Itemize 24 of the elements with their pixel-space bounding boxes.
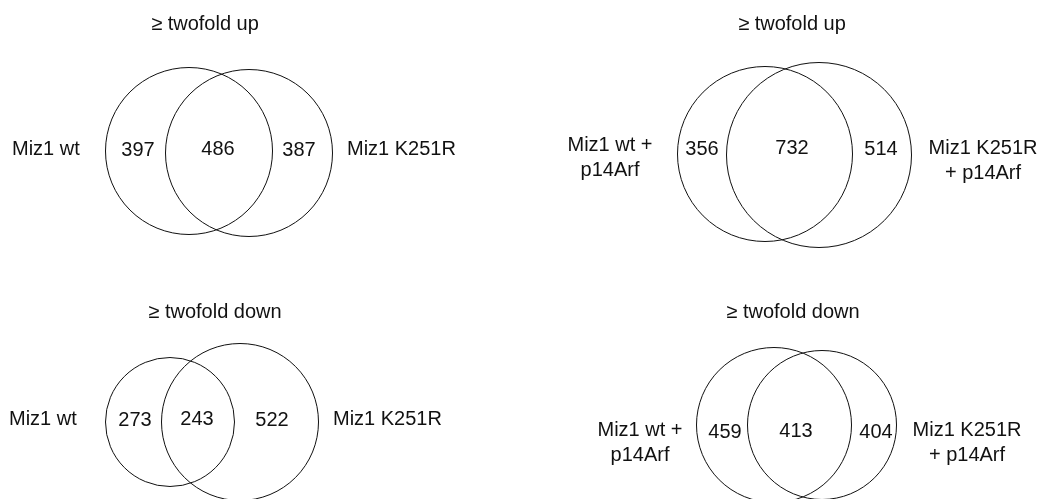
count-label: 486	[201, 137, 235, 159]
set-label: Miz1 wt + p14Arf	[566, 132, 654, 182]
count-label: 273	[118, 408, 152, 430]
count-label: 397	[121, 138, 155, 160]
count-label: 522	[255, 408, 289, 430]
panel-title: ≥ twofold down	[148, 300, 282, 322]
set-label: Miz1 K251R + p14Arf	[927, 135, 1039, 185]
count-label: 732	[775, 136, 809, 158]
count-label: 387	[282, 138, 316, 160]
panel-title: ≥ twofold down	[726, 300, 860, 322]
count-label: 459	[708, 420, 742, 442]
panel-title: ≥ twofold up	[738, 12, 846, 34]
set-label: Miz1 wt	[12, 135, 81, 161]
count-label: 514	[864, 137, 898, 159]
count-label: 356	[685, 137, 719, 159]
set-label: Miz1 K251R	[347, 135, 457, 161]
count-label: 404	[859, 420, 893, 442]
set-label: Miz1 wt	[9, 405, 78, 431]
panel-title: ≥ twofold up	[151, 12, 259, 34]
set-label: Miz1 wt + p14Arf	[596, 417, 684, 467]
set-label: Miz1 K251R	[333, 405, 443, 431]
count-label: 413	[779, 419, 813, 441]
count-label: 243	[180, 407, 214, 429]
set-label: Miz1 K251R + p14Arf	[911, 417, 1023, 467]
